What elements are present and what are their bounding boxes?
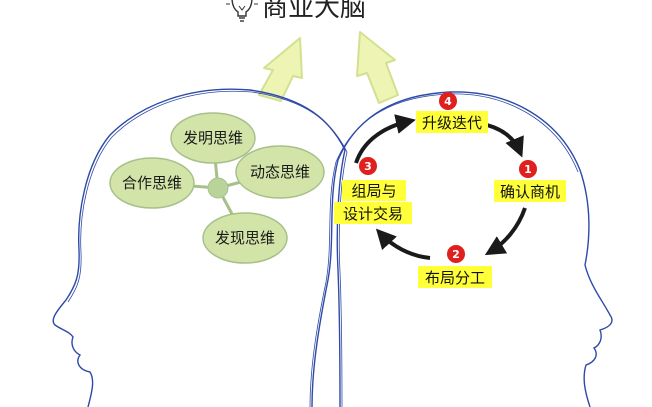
hub-dot bbox=[207, 177, 229, 199]
bubble-dynamic-thinking: 动态思维 bbox=[235, 145, 325, 199]
step-badge bbox=[519, 160, 537, 178]
bubble-cooperation-thinking: 合作思维 bbox=[109, 157, 195, 209]
step-confirm-opportunity: 确认商机 1 bbox=[494, 160, 566, 202]
step-badge bbox=[447, 245, 465, 263]
bubble-label: 发现思维 bbox=[215, 229, 275, 247]
step-label-line2: 设计交易 bbox=[343, 205, 403, 223]
right-brain-cycle: 升级迭代 4 确认商机 1 布局分工 2 组局与 设计交易 3 bbox=[334, 92, 566, 288]
left-head-outline bbox=[52, 88, 348, 407]
cycle-arrow-1-to-2 bbox=[484, 207, 527, 256]
cycle-arrow-3-to-4 bbox=[354, 114, 416, 164]
step-label: 确认商机 bbox=[500, 183, 560, 201]
step-badge bbox=[439, 92, 457, 110]
bubble-label: 发明思维 bbox=[183, 129, 243, 147]
cycle-arrow-4-to-1 bbox=[486, 123, 524, 158]
step-badge bbox=[359, 157, 377, 175]
cycle-arrow-2-to-3 bbox=[375, 228, 431, 260]
left-brain-mindmap: 发明思维 合作思维 动态思维 发现思维 bbox=[109, 112, 325, 264]
step-label: 布局分工 bbox=[425, 269, 485, 287]
title-group: 商业大脑 bbox=[226, 0, 366, 23]
bubble-discovery-thinking: 发现思维 bbox=[202, 212, 288, 264]
step-label: 升级迭代 bbox=[422, 114, 482, 132]
step-number: 3 bbox=[364, 160, 372, 173]
step-organize-and-design-deal: 组局与 设计交易 3 bbox=[334, 157, 412, 224]
bubble-invention-thinking: 发明思维 bbox=[170, 112, 256, 164]
page-title: 商业大脑 bbox=[262, 0, 366, 23]
step-number: 4 bbox=[444, 95, 452, 108]
step-layout-division: 布局分工 2 bbox=[418, 245, 492, 288]
step-upgrade-iteration: 升级迭代 4 bbox=[416, 92, 488, 133]
bubble-label: 合作思维 bbox=[122, 174, 182, 192]
up-arrow-icon-left bbox=[258, 37, 303, 102]
step-label-line1: 组局与 bbox=[351, 182, 396, 200]
bubble-label: 动态思维 bbox=[250, 163, 310, 181]
lightbulb-icon bbox=[226, 0, 258, 22]
step-number: 1 bbox=[524, 163, 532, 176]
right-head-outline bbox=[309, 91, 613, 407]
step-number: 2 bbox=[452, 248, 460, 261]
up-arrow-icon-right bbox=[356, 31, 399, 104]
